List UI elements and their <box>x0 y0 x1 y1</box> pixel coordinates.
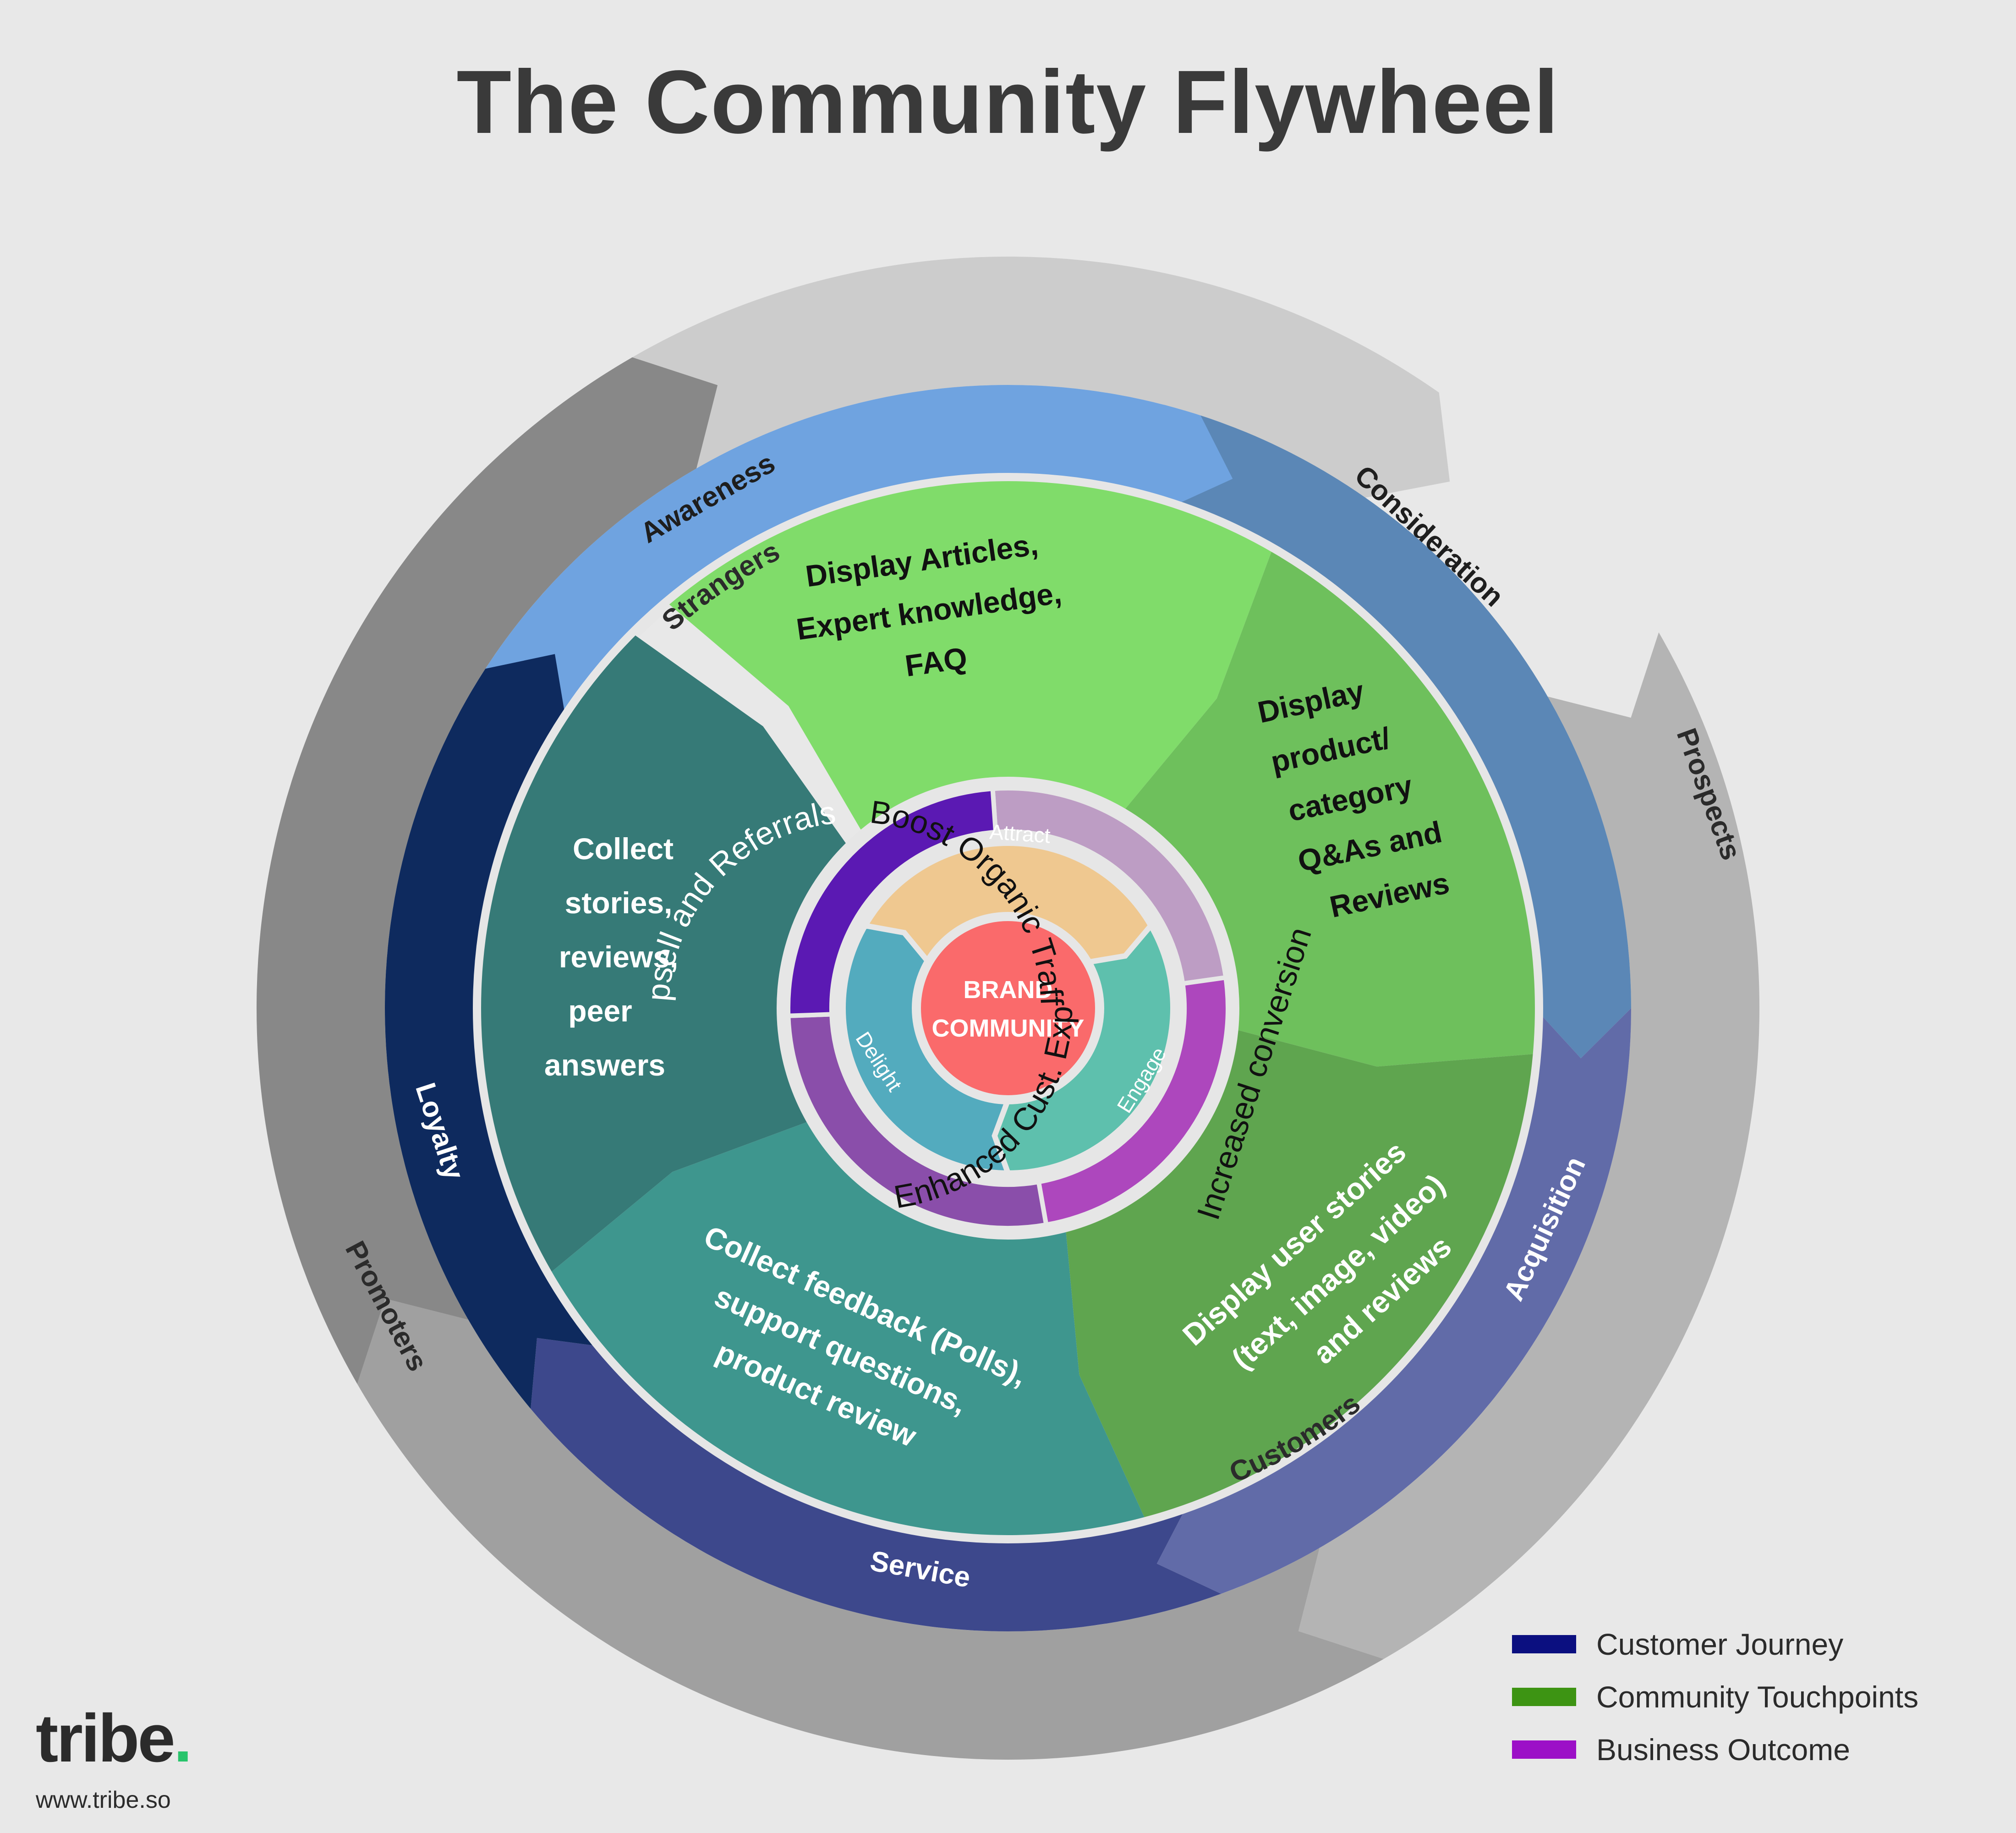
journey-segment-acquisition <box>1156 1008 1631 1594</box>
legend-item: Business Outcome <box>1512 1723 1918 1776</box>
center-label-line2: COMMUNITY <box>932 1015 1085 1042</box>
legend: Customer Journey Community Touchpoints B… <box>1512 1618 1918 1776</box>
legend-item: Customer Journey <box>1512 1618 1918 1670</box>
journey-segment-loyalty <box>385 654 604 1409</box>
journey-segment-service <box>531 1338 1222 1631</box>
center-label-line1: BRAND <box>964 976 1053 1004</box>
touchpoint-segment-feedback <box>552 1118 1145 1535</box>
brand-community-center <box>912 912 1104 1104</box>
legend-swatch-community-touchpoints <box>1512 1687 1576 1706</box>
outer-segment-customers <box>357 1298 1384 1760</box>
legend-label: Business Outcome <box>1596 1732 1850 1767</box>
outer-segment-prospects <box>1298 632 1760 1659</box>
brand-url: www.tribe.so <box>36 1787 171 1813</box>
svg-text:reviews,: reviews, <box>559 940 679 974</box>
page-title: The Community Flywheel <box>456 52 1560 152</box>
outer-segment-promoters <box>256 357 718 1384</box>
inner-cycle <box>840 840 1176 1176</box>
svg-text:stories,: stories, <box>565 886 673 920</box>
svg-text:peer: peer <box>568 994 632 1028</box>
inner-label-attract: Attract <box>989 819 1051 847</box>
outer-segment-strangers <box>432 256 1450 608</box>
touchpoint-segment-articles <box>669 481 1271 840</box>
journey-segment-consideration <box>1171 415 1631 1059</box>
legend-item: Community Touchpoints <box>1512 1670 1918 1723</box>
touchpoint-label-collect-stories: Collect stories, reviews, peer answers <box>544 832 678 1082</box>
outcome-segment-upsell <box>786 786 998 1018</box>
legend-swatch-customer-journey <box>1512 1635 1576 1653</box>
touchpoint-border <box>473 473 1543 1543</box>
touchpoint-segment-collect-stories <box>481 635 853 1272</box>
svg-text:answers: answers <box>544 1048 665 1082</box>
svg-text:Collect: Collect <box>573 832 674 866</box>
brand-block: tribe. www.tribe.so <box>36 1701 192 1814</box>
legend-swatch-business-outcome <box>1512 1740 1576 1759</box>
customer-journey-ring <box>385 384 1631 1631</box>
legend-label: Customer Journey <box>1596 1627 1844 1661</box>
business-outcome-ring <box>786 786 1230 1230</box>
journey-segment-awareness <box>468 384 1251 745</box>
legend-label: Community Touchpoints <box>1596 1679 1919 1714</box>
tribe-logo: tribe. <box>36 1701 192 1776</box>
outer-ring <box>256 256 1760 1760</box>
